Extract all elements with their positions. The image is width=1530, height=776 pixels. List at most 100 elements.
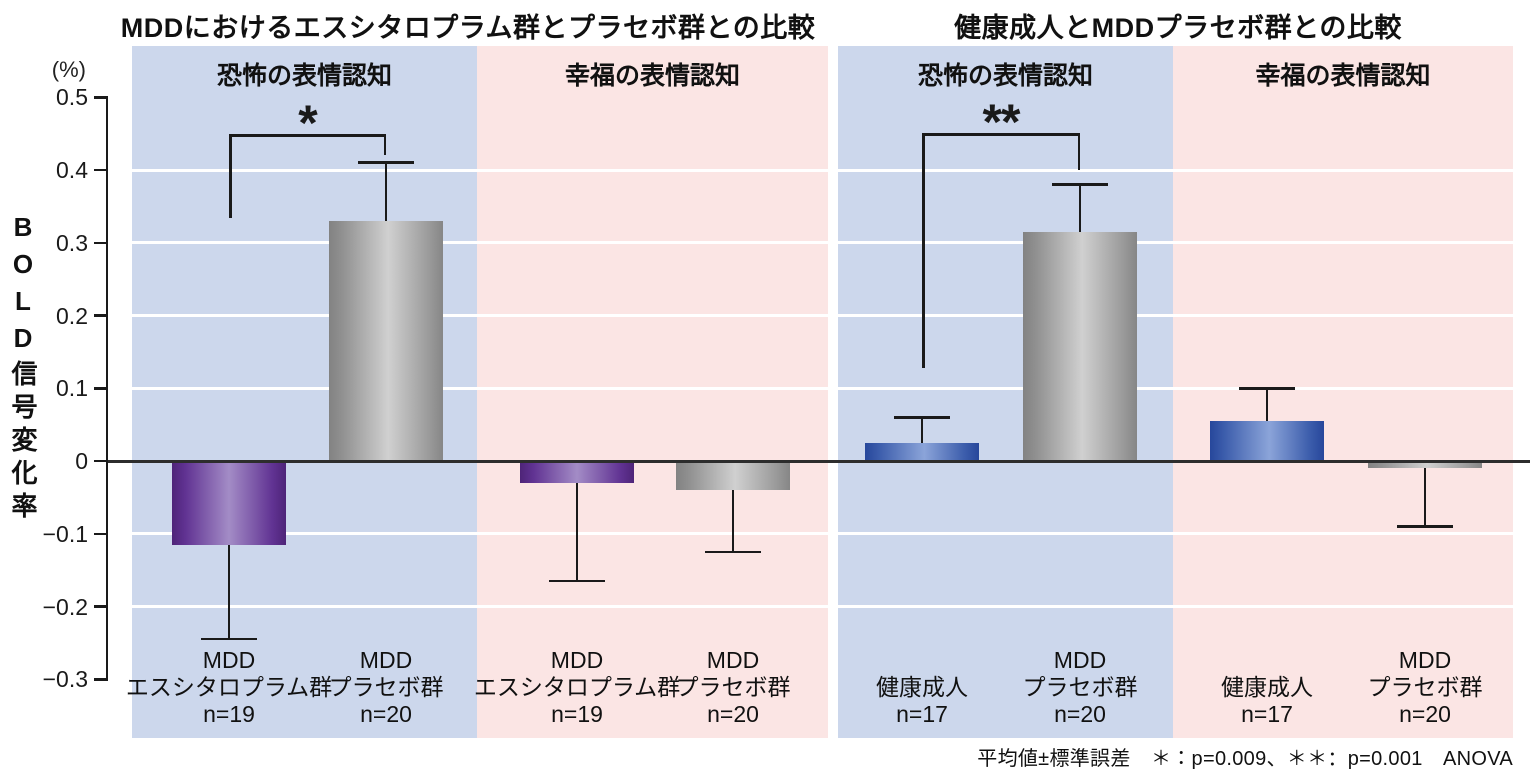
error-bar-cap — [1397, 525, 1453, 528]
error-bar — [384, 162, 388, 221]
y-axis-tick-label: 0.5 — [56, 84, 88, 111]
y-axis-tick-label: −0.3 — [42, 666, 88, 693]
gridline — [838, 241, 1173, 245]
bar-group-label-line: 健康成人 — [876, 674, 968, 700]
error-bar-cap — [894, 416, 950, 419]
panel-header: 恐怖の表情認知 — [917, 62, 1094, 90]
significance-bracket-top — [229, 134, 386, 137]
gridline — [838, 532, 1173, 536]
gridline — [132, 314, 477, 317]
error-bar — [227, 544, 231, 640]
gridline — [132, 386, 477, 390]
error-bar — [920, 417, 924, 443]
bar-group-label-line: MDD — [550, 647, 604, 673]
bar-group-label-line: エスシタロプラム群 — [473, 674, 681, 700]
bar-group-label-line: プラセボ群 — [1367, 674, 1483, 700]
gridline — [838, 168, 1173, 172]
gridline — [1173, 168, 1513, 172]
gridline — [477, 605, 828, 608]
bar-group-label-line: n=20 — [1399, 701, 1451, 727]
error-bar-cap — [358, 161, 414, 164]
left-chart-title: MDDにおけるエスシタロプラム群とプラセボ群との比較 — [120, 13, 816, 43]
y-axis-tick-label: 0.3 — [56, 229, 88, 256]
gridline — [1173, 605, 1513, 608]
y-axis-tick — [94, 459, 108, 463]
y-axis-tick — [94, 241, 108, 244]
gridline — [1173, 314, 1513, 317]
bar-group-label-line: MDD — [202, 647, 256, 673]
gridline — [838, 605, 1173, 608]
y-axis-tick — [94, 96, 108, 99]
bar-group-label-line: MDD — [1398, 647, 1452, 673]
gridline — [1173, 532, 1513, 536]
significance-marker: ** — [982, 94, 1021, 150]
bar-group-label-line: n=20 — [1054, 701, 1106, 727]
significance-marker: * — [298, 95, 317, 151]
bar-group-label-line: MDD — [706, 647, 760, 673]
panel-header: 幸福の表情認知 — [564, 62, 741, 90]
bar — [329, 220, 443, 461]
y-axis-tick — [94, 678, 108, 681]
error-bar — [575, 482, 579, 582]
stats-footnote: 平均値±標準誤差 ＊：p=0.009、＊＊：p=0.001 ANOVA — [977, 748, 1513, 770]
right-chart-title: 健康成人とMDDプラセボ群との比較 — [954, 13, 1402, 43]
error-bar — [731, 490, 735, 552]
bar-group-label-line: エスシタロプラム群 — [125, 674, 333, 700]
gridline — [132, 605, 477, 608]
gridline — [477, 168, 828, 172]
gridline — [477, 386, 828, 390]
gridline — [132, 168, 477, 172]
y-axis-tick — [94, 532, 108, 535]
bar-group-label-line: MDD — [359, 647, 413, 673]
error-bar-cap — [201, 637, 257, 641]
gridline — [477, 532, 828, 536]
y-axis-tick-label: 0.2 — [56, 302, 88, 329]
bar-group-label-line: MDD — [1053, 647, 1107, 673]
gridline — [1173, 386, 1513, 390]
zero-line — [108, 459, 1530, 463]
bar-group-label-line: n=20 — [360, 701, 412, 727]
bar-group-label-line: 健康成人 — [1221, 674, 1313, 700]
panel-happy-left — [477, 46, 828, 738]
y-axis-tick-label: 0 — [75, 448, 88, 474]
gridline — [838, 314, 1173, 317]
bar-group-label-line: n=17 — [1241, 701, 1293, 727]
error-bar-cap — [549, 579, 605, 583]
error-bar — [1265, 388, 1269, 421]
error-bar-cap — [705, 550, 761, 554]
significance-bracket-right — [1077, 133, 1080, 170]
gridline — [477, 314, 828, 317]
bar-group-label-line: n=20 — [707, 701, 759, 727]
bar — [865, 442, 979, 461]
error-bar-cap — [1239, 387, 1295, 390]
bar-group-label-line: プラセボ群 — [675, 674, 791, 700]
significance-bracket-left — [922, 133, 925, 368]
y-axis-tick — [94, 314, 108, 317]
y-axis-tick — [94, 605, 108, 608]
gridline — [132, 532, 477, 536]
y-axis-tick — [94, 387, 108, 390]
error-bar-cap — [1052, 183, 1108, 186]
y-axis-title: BOLD信号変化率 — [8, 212, 38, 525]
panel-header: 恐怖の表情認知 — [216, 62, 393, 90]
bar — [676, 461, 790, 491]
bar-group-label-line: n=19 — [203, 701, 255, 727]
y-axis-tick-label: 0.4 — [56, 157, 88, 183]
bar — [520, 461, 634, 483]
panel-happy-right — [1173, 46, 1513, 738]
bar — [172, 461, 286, 545]
bar — [1023, 231, 1137, 461]
error-bar — [1078, 184, 1082, 232]
y-axis-tick-label: −0.2 — [42, 593, 88, 620]
bar — [1210, 420, 1324, 461]
bar-group-label-line: プラセボ群 — [328, 674, 444, 700]
gridline — [477, 241, 828, 245]
gridline — [838, 386, 1173, 390]
